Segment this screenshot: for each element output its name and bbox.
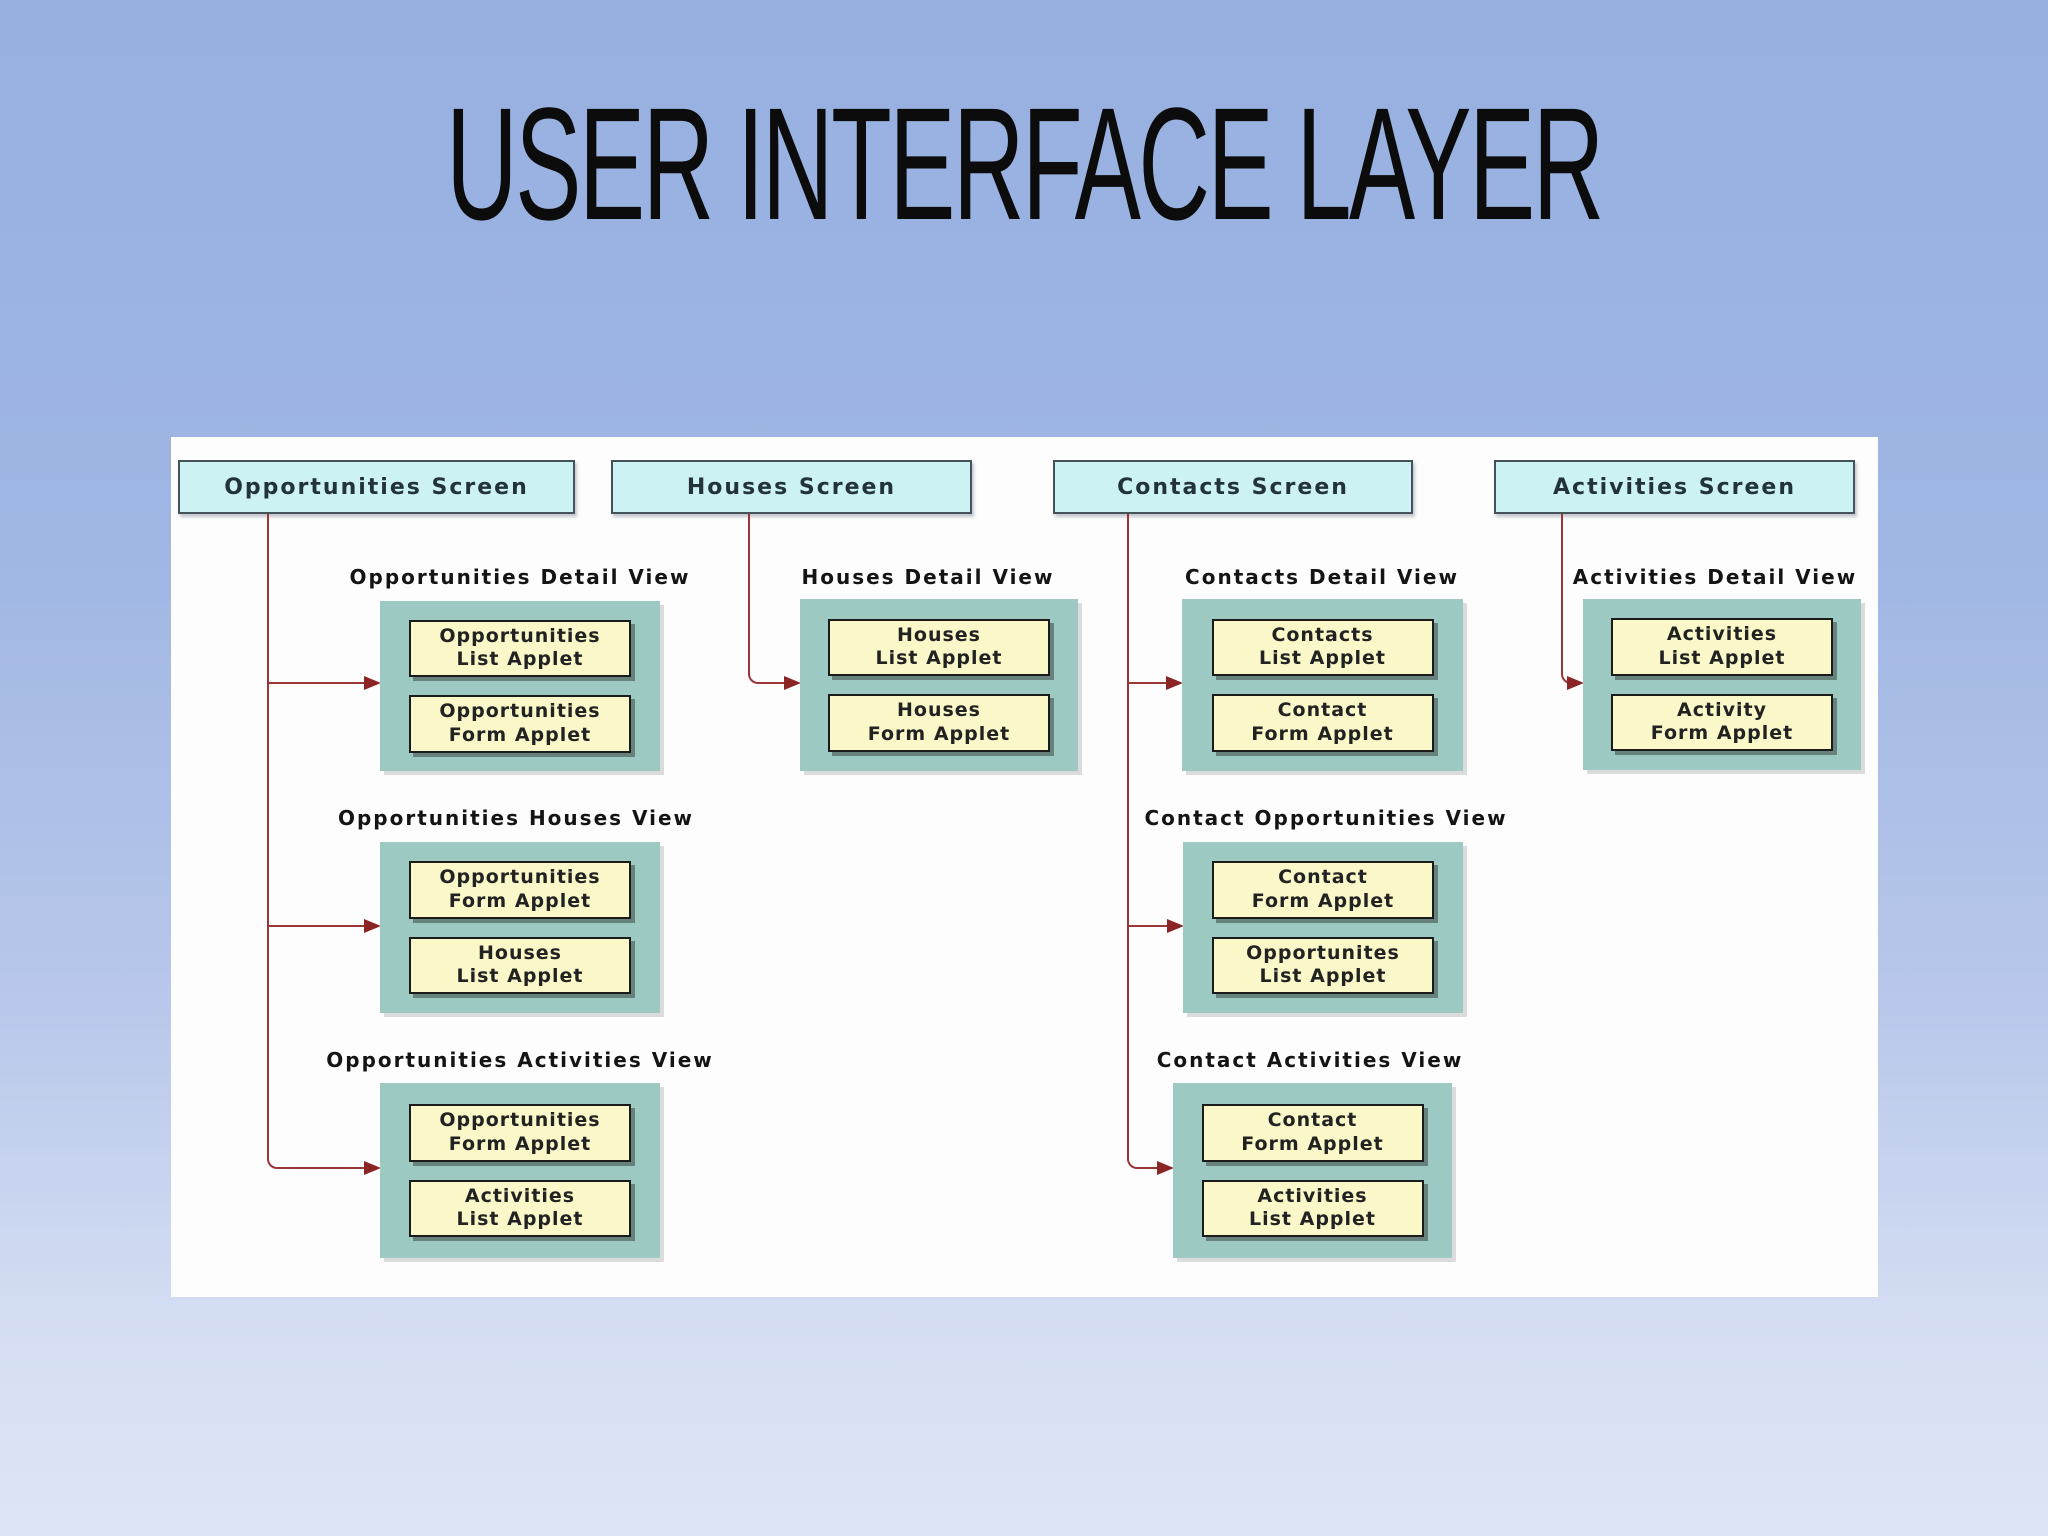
applet-box: Activities List Applet [1611, 618, 1833, 676]
screen-box-contacts: Contacts Screen [1053, 460, 1413, 514]
screen-label: Opportunities Screen [224, 474, 529, 500]
applet-box: Opportunities Form Applet [409, 1104, 631, 1162]
applet-label: Activities List Applet [1248, 1184, 1376, 1231]
applet-label: Opportunities List Applet [439, 624, 601, 671]
applet-box: Houses List Applet [409, 936, 631, 994]
view-label-contacts-detail: Contacts Detail View [1185, 565, 1459, 589]
applet-label: Opportunites List Applet [1246, 941, 1400, 988]
applet-label: Contact Form Applet [1251, 699, 1394, 745]
applet-box: Activities List Applet [1201, 1179, 1424, 1237]
connector-elbow-houses [748, 666, 766, 684]
applet-box: Opportunities List Applet [409, 619, 631, 677]
applet-box: Contact Form Applet [1211, 694, 1434, 752]
connector-branch-opp-activities [283, 1167, 366, 1169]
view-label-opportunities-activities: Opportunities Activities View [326, 1048, 714, 1072]
applet-box: Activity Form Applet [1611, 693, 1833, 751]
view-label-opportunities-houses: Opportunities Houses View [337, 806, 695, 830]
connector-elbow-contact-activities [1127, 1151, 1143, 1169]
view-group-contacts-detail: Contacts List Applet Contact Form Applet [1182, 599, 1463, 771]
applet-label: Houses List Applet [456, 941, 584, 988]
screen-label: Contacts Screen [1117, 474, 1349, 500]
view-group-contact-activities: Contact Form Applet Activities List Appl… [1173, 1083, 1452, 1258]
connector-branch-contacts-detail [1129, 682, 1168, 684]
applet-label: Opportunities Form Applet [439, 700, 601, 746]
applet-box: Houses Form Applet [828, 694, 1050, 752]
arrowhead-contact-activities [1157, 1161, 1174, 1175]
connector-branch-contact-activities [1141, 1167, 1159, 1169]
view-group-houses-detail: Houses List Applet Houses Form Applet [800, 599, 1078, 771]
applet-box: Houses List Applet [828, 618, 1050, 676]
arrowhead-activities-detail [1567, 676, 1584, 690]
applet-label: Opportunities Form Applet [439, 1109, 601, 1155]
screen-box-activities: Activities Screen [1494, 460, 1855, 514]
view-group-opportunities-houses: Opportunities Form Applet Houses List Ap… [380, 842, 660, 1013]
applet-label: Contact Form Applet [1241, 1109, 1384, 1155]
applet-box: Opportunities Form Applet [409, 861, 631, 919]
view-group-activities-detail: Activities List Applet Activity Form App… [1583, 599, 1861, 770]
connector-trunk-houses [748, 514, 750, 666]
view-group-contact-opportunities: Contact Form Applet Opportunites List Ap… [1183, 842, 1463, 1013]
slide-title: USER INTERFACE LAYER [446, 74, 1604, 253]
connector-branch-opp-detail [269, 682, 366, 684]
view-label-opportunities-detail: Opportunities Detail View [349, 565, 691, 589]
connector-elbow-opp-activities [267, 1151, 285, 1169]
applet-label: Houses Form Applet [867, 699, 1011, 745]
screen-label: Activities Screen [1553, 474, 1796, 500]
applet-box: Contact Form Applet [1201, 1104, 1424, 1162]
arrowhead-opp-activities [364, 1161, 381, 1175]
connector-branch-opp-houses [269, 925, 366, 927]
screen-box-opportunities: Opportunities Screen [178, 460, 575, 514]
arrowhead-opp-detail [364, 676, 381, 690]
applet-label: Contact Form Applet [1251, 866, 1395, 912]
view-group-opportunities-detail: Opportunities List Applet Opportunities … [380, 601, 660, 771]
view-group-opportunities-activities: Opportunities Form Applet Activities Lis… [380, 1083, 660, 1258]
arrowhead-contact-opp [1167, 919, 1184, 933]
connector-trunk-activities [1561, 514, 1563, 666]
applet-label: Contacts List Applet [1258, 623, 1386, 670]
applet-box: Contact Form Applet [1212, 861, 1434, 919]
applet-label: Opportunities Form Applet [439, 866, 601, 912]
connector-branch-contact-opp [1129, 925, 1169, 927]
connector-trunk-opportunities [267, 514, 269, 1151]
applet-box: Activities List Applet [409, 1179, 631, 1237]
arrowhead-contacts-detail [1166, 676, 1183, 690]
arrowhead-opp-houses [364, 919, 381, 933]
connector-trunk-contacts [1127, 514, 1129, 1151]
applet-label: Activity Form Applet [1650, 698, 1794, 745]
view-label-contact-activities: Contact Activities View [1156, 1048, 1464, 1072]
view-label-contact-opportunities: Contact Opportunities View [1144, 806, 1508, 830]
applet-box: Opportunites List Applet [1212, 936, 1434, 994]
screen-box-houses: Houses Screen [611, 460, 972, 514]
connector-branch-houses-detail [764, 682, 786, 684]
applet-label: Activities List Applet [456, 1184, 584, 1231]
applet-box: Opportunities Form Applet [409, 695, 631, 753]
arrowhead-houses-detail [784, 676, 801, 690]
applet-box: Contacts List Applet [1211, 618, 1434, 676]
screen-label: Houses Screen [686, 474, 897, 500]
view-label-houses-detail: Houses Detail View [801, 565, 1055, 589]
applet-label: Activities List Applet [1658, 623, 1786, 669]
applet-label: Houses List Applet [875, 623, 1003, 670]
view-label-activities-detail: Activities Detail View [1572, 565, 1858, 589]
